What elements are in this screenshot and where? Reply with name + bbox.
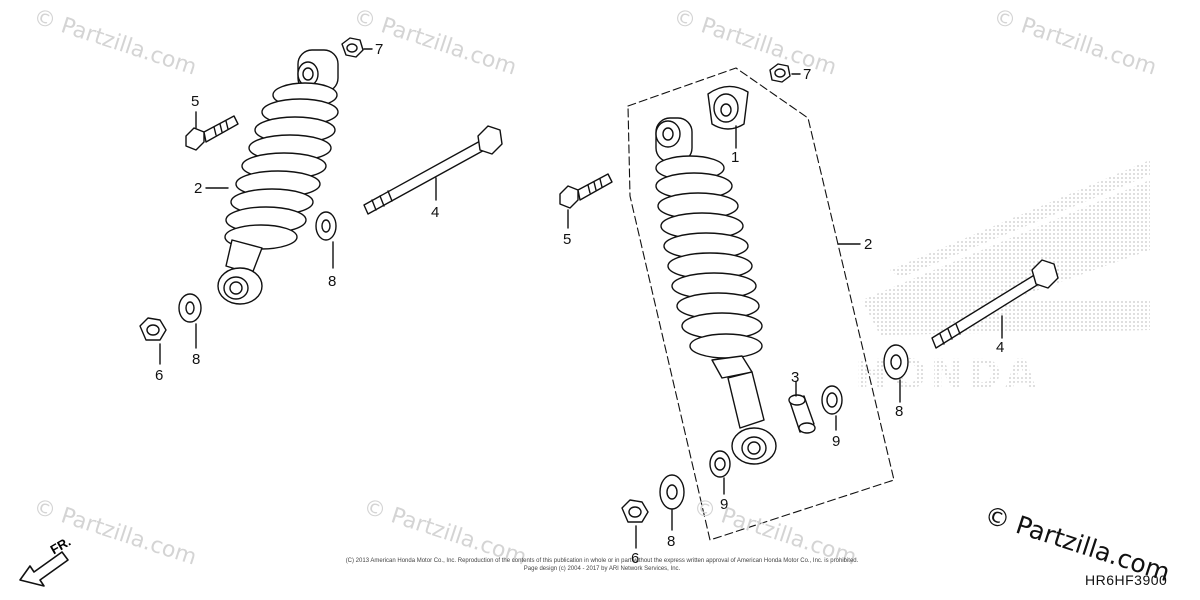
- left-long-bolt: [363, 125, 503, 215]
- callout-8-left-mid: 8: [328, 273, 337, 290]
- copyright-footer: (C) 2013 American Honda Motor Co., Inc. …: [332, 557, 872, 573]
- callout-4-left: 4: [431, 204, 440, 221]
- copyright-line-2: Page design (c) 2004 - 2017 by ARI Netwo…: [523, 566, 681, 572]
- left-shock-spring: [224, 82, 339, 250]
- callout-5-right: 5: [563, 231, 572, 248]
- callout-3-right: 3: [791, 369, 800, 386]
- left-self-locking-nut-top: [341, 37, 364, 58]
- callout-6-right: 6: [631, 550, 640, 567]
- assembly-boundary: [627, 67, 895, 541]
- right-washer-lower: [659, 474, 685, 510]
- callout-7-right: 7: [803, 66, 812, 83]
- callout-2-left: 2: [194, 180, 203, 197]
- callout-9-right-lower: 9: [720, 496, 729, 513]
- callout-4-right: 4: [996, 339, 1005, 356]
- callout-8-right-upper: 8: [895, 403, 904, 420]
- rubber-mount-bush: [707, 85, 749, 130]
- left-washer-bottom: [178, 293, 202, 323]
- right-shock-absorber: [655, 117, 777, 465]
- callout-5-left: 5: [191, 93, 200, 110]
- callout-1-right: 1: [731, 149, 740, 166]
- left-flange-nut: [139, 317, 167, 341]
- honda-logo-letters: HONDA: [855, 352, 1040, 398]
- copyright-line-1: (C) 2013 American Honda Motor Co., Inc. …: [345, 558, 859, 564]
- callout-8-right-lower: 8: [667, 533, 676, 550]
- callout-8-left-bottom: 8: [192, 351, 201, 368]
- dust-seal-lower: [709, 450, 731, 478]
- right-self-locking-nut: [769, 63, 791, 83]
- dust-seal-upper: [821, 385, 843, 415]
- distance-collar: [788, 394, 816, 434]
- left-shock-absorber: [217, 49, 339, 305]
- callout-9-right-upper: 9: [832, 433, 841, 450]
- left-flange-bolt: [185, 115, 239, 151]
- left-washer-mid: [315, 211, 337, 241]
- right-flange-bolt: [559, 173, 613, 209]
- callout-7-left: 7: [375, 41, 384, 58]
- right-washer-upper: [883, 344, 909, 380]
- diagram-code: HR6HF3900: [1085, 572, 1168, 588]
- front-direction-arrow-icon: [19, 551, 69, 587]
- callout-2-right: 2: [864, 236, 873, 253]
- right-long-bolt: [931, 259, 1059, 349]
- right-shock-spring: [655, 155, 763, 359]
- callout-6-left: 6: [155, 367, 164, 384]
- right-flange-nut: [621, 499, 649, 523]
